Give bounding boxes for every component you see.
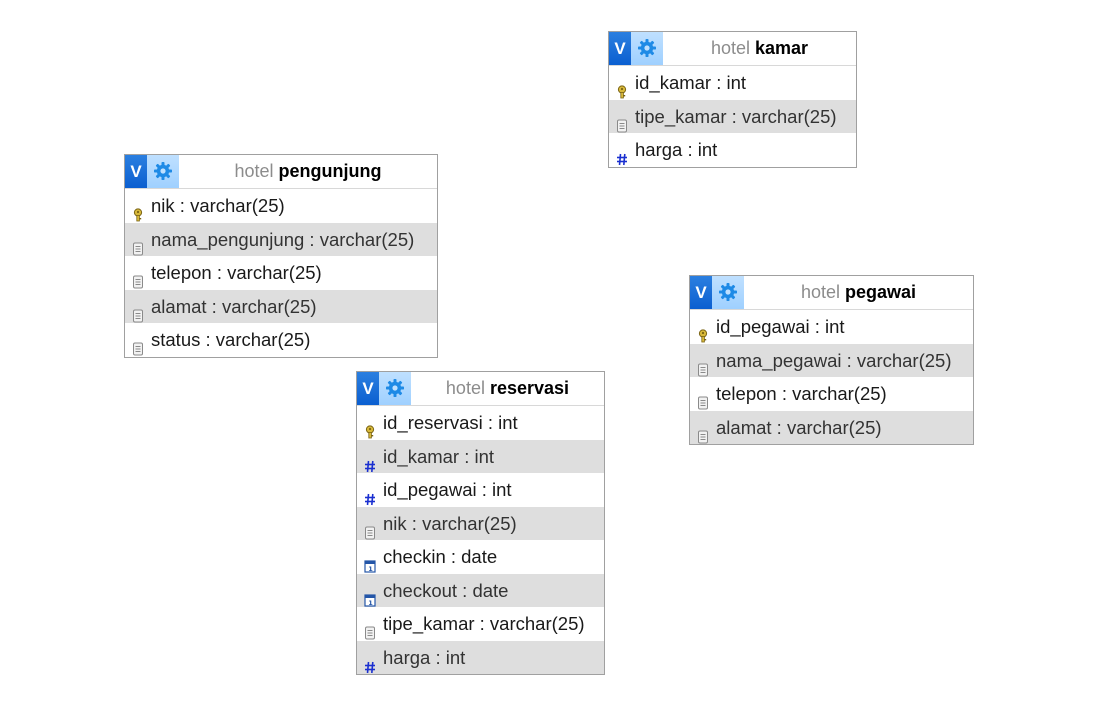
text-field-icon [697, 421, 709, 443]
settings-gear-icon[interactable] [379, 372, 411, 405]
table-title[interactable]: hotel pegawai [744, 276, 973, 309]
table-name: reservasi [489, 378, 570, 398]
settings-gear-icon[interactable] [712, 276, 744, 309]
column-label: harga : int [383, 646, 466, 668]
database-name: hotel [445, 378, 485, 398]
toggle-columns-button[interactable]: V [690, 276, 712, 309]
table-title[interactable]: hotel reservasi [411, 372, 604, 405]
table-header[interactable]: V hotel kamar [609, 32, 856, 66]
column-row[interactable]: tipe_kamar : varchar(25) [357, 607, 604, 641]
column-row[interactable]: 1 checkout : date [357, 573, 604, 607]
key-icon [132, 199, 144, 222]
database-name: hotel [800, 282, 840, 302]
column-row[interactable]: nik : varchar(25) [357, 506, 604, 540]
number-hash-icon [364, 450, 376, 472]
column-label: alamat : varchar(25) [151, 295, 317, 317]
table-name: kamar [755, 38, 809, 58]
column-row[interactable]: nik : varchar(25) [125, 189, 437, 223]
column-list: nik : varchar(25) nama_pengunjung : varch… [125, 189, 437, 357]
column-row[interactable]: telepon : varchar(25) [690, 377, 973, 411]
column-row[interactable]: alamat : varchar(25) [125, 289, 437, 323]
column-label: id_kamar : int [383, 445, 495, 467]
database-name: hotel [234, 161, 274, 181]
table-header[interactable]: V hotel pengunjung [125, 155, 437, 189]
table-pengunjung[interactable]: V hotel pengunjung nik : varchar(25) nama… [124, 154, 438, 358]
svg-text:1: 1 [368, 598, 373, 606]
text-field-icon [616, 110, 628, 132]
key-icon [364, 416, 376, 439]
column-row[interactable]: harga : int [609, 133, 856, 167]
toggle-columns-button[interactable]: V [125, 155, 147, 188]
column-row[interactable]: nama_pegawai : varchar(25) [690, 343, 973, 377]
column-row[interactable]: harga : int [357, 640, 604, 674]
database-name: hotel [710, 38, 750, 58]
column-row[interactable]: tipe_kamar : varchar(25) [609, 99, 856, 133]
column-label: nik : varchar(25) [383, 512, 517, 534]
key-icon [697, 320, 709, 343]
column-row[interactable]: 1 checkin : date [357, 540, 604, 574]
table-title[interactable]: hotel pengunjung [179, 155, 437, 188]
column-label: telepon : varchar(25) [151, 262, 322, 283]
text-field-icon [132, 233, 144, 255]
table-pegawai[interactable]: V hotel pegawai id_pegawai : int nama_peg… [689, 275, 974, 445]
text-field-icon [364, 517, 376, 539]
column-list: id_kamar : int tipe_kamar : varchar(25) ha… [609, 66, 856, 167]
number-hash-icon [364, 651, 376, 673]
column-label: harga : int [635, 139, 718, 160]
column-row[interactable]: id_pegawai : int [357, 473, 604, 507]
toggle-columns-button[interactable]: V [357, 372, 379, 405]
column-row[interactable]: id_kamar : int [609, 66, 856, 100]
column-label: checkin : date [383, 546, 498, 567]
toggle-columns-button[interactable]: V [609, 32, 631, 65]
column-row[interactable]: id_reservasi : int [357, 406, 604, 440]
column-row[interactable]: nama_pengunjung : varchar(25) [125, 222, 437, 256]
column-label: telepon : varchar(25) [716, 383, 887, 404]
svg-text:1: 1 [368, 565, 373, 573]
table-header[interactable]: V hotel reservasi [357, 372, 604, 406]
settings-gear-icon[interactable] [147, 155, 179, 188]
column-label: checkout : date [383, 579, 509, 601]
text-field-icon [697, 387, 709, 410]
column-row[interactable]: id_pegawai : int [690, 310, 973, 344]
column-row[interactable]: id_kamar : int [357, 439, 604, 473]
column-label: tipe_kamar : varchar(25) [383, 613, 585, 634]
column-label: alamat : varchar(25) [716, 416, 882, 438]
table-kamar[interactable]: V hotel kamar id_kamar : int tipe_kamar :… [608, 31, 857, 168]
table-title[interactable]: hotel kamar [663, 32, 856, 65]
text-field-icon [132, 300, 144, 322]
column-row[interactable]: status : varchar(25) [125, 323, 437, 357]
column-label: tipe_kamar : varchar(25) [635, 105, 837, 127]
table-name: pengunjung [278, 161, 382, 181]
column-label: nik : varchar(25) [151, 195, 285, 216]
text-field-icon [697, 354, 709, 376]
text-field-icon [364, 617, 376, 640]
column-label: nama_pegawai : varchar(25) [716, 349, 952, 371]
text-field-icon [132, 266, 144, 289]
table-header[interactable]: V hotel pegawai [690, 276, 973, 310]
number-hash-icon [616, 143, 628, 166]
number-hash-icon [364, 483, 376, 506]
text-field-icon [132, 333, 144, 356]
table-reservasi[interactable]: V hotel reservasi id_reservasi : int id_k… [356, 371, 605, 675]
column-label: nama_pengunjung : varchar(25) [151, 228, 415, 250]
column-list: id_pegawai : int nama_pegawai : varchar(2… [690, 310, 973, 444]
column-label: status : varchar(25) [151, 329, 311, 350]
column-label: id_kamar : int [635, 72, 747, 93]
column-label: id_pegawai : int [716, 316, 845, 337]
table-name: pegawai [845, 282, 917, 302]
column-row[interactable]: telepon : varchar(25) [125, 256, 437, 290]
column-label: id_pegawai : int [383, 479, 512, 500]
column-row[interactable]: alamat : varchar(25) [690, 410, 973, 444]
column-list: id_reservasi : int id_kamar : int id_pegaw… [357, 406, 604, 674]
calendar-icon: 1 [364, 584, 376, 606]
column-label: id_reservasi : int [383, 412, 518, 433]
settings-gear-icon[interactable] [631, 32, 663, 65]
calendar-icon: 1 [364, 550, 376, 573]
key-icon [616, 76, 628, 99]
